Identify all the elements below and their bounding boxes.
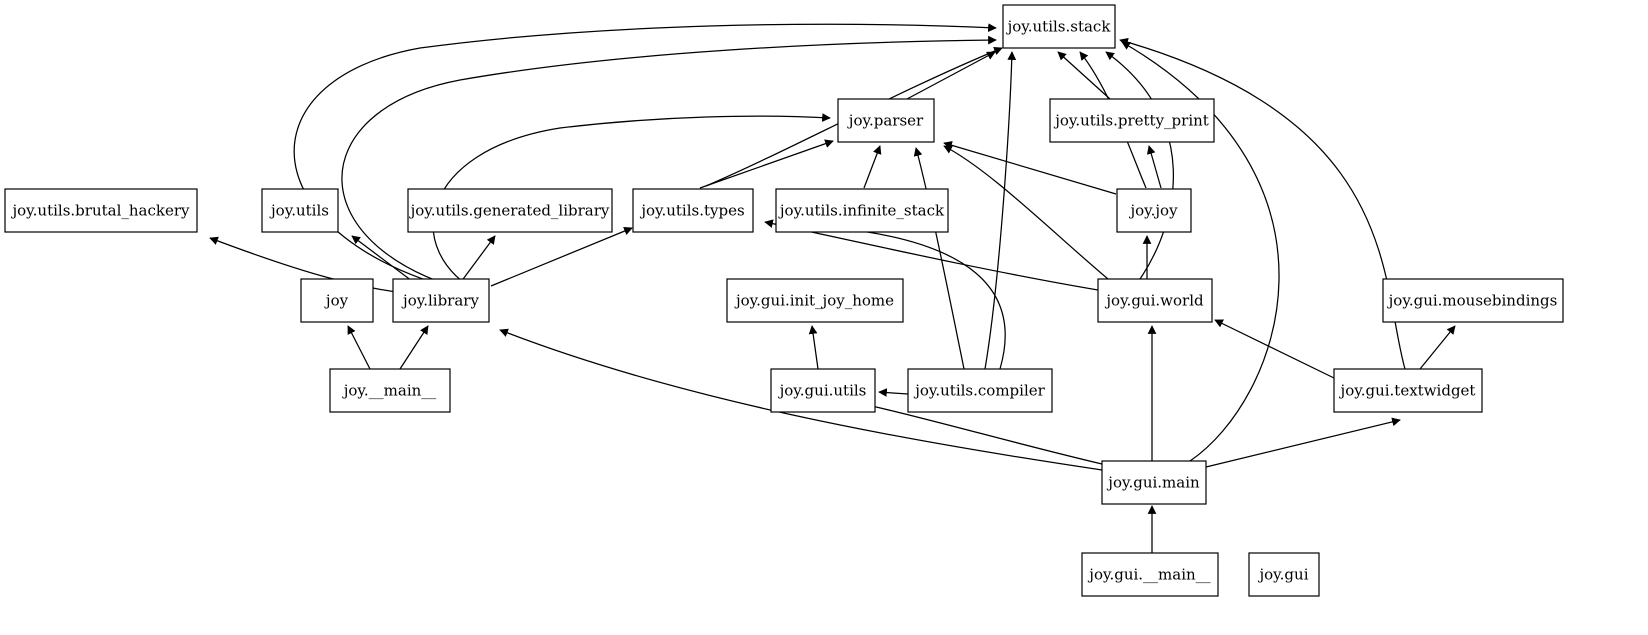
node-label: joy.utils.compiler	[913, 382, 1045, 400]
node-box[interactable]	[726, 278, 904, 323]
node-label: joy.utils.stack	[1006, 18, 1112, 36]
node-box[interactable]	[1049, 98, 1215, 143]
node-joy.utils.generated_library[interactable]: joy.utils.generated_library	[407, 188, 613, 233]
node-box[interactable]	[392, 278, 490, 323]
node-joy.gui.world[interactable]: joy.gui.world	[1097, 278, 1213, 323]
node-box[interactable]	[1248, 552, 1320, 597]
node-joy.gui.init_joy_home[interactable]: joy.gui.init_joy_home	[726, 278, 904, 323]
node-label: joy.library	[401, 292, 479, 310]
node-joy[interactable]: joy	[300, 278, 374, 323]
node-joy.gui.__main__[interactable]: joy.gui.__main__	[1081, 552, 1219, 597]
edge-library-to-stack-lower	[341, 35, 997, 294]
node-label: joy	[324, 292, 349, 310]
node-box[interactable]	[329, 368, 451, 413]
node-joy.library[interactable]: joy.library	[392, 278, 490, 323]
node-label: joy.gui.__main__	[1087, 566, 1211, 584]
node-joy.utils.stack[interactable]: joy.utils.stack	[1002, 4, 1116, 49]
node-box[interactable]	[300, 278, 374, 323]
edge-guimain-to-textwidget	[1205, 417, 1401, 468]
edge-joyjoy-to-parser	[943, 141, 1117, 195]
node-label: joy.gui.world	[1104, 292, 1204, 310]
node-label: joy.utils.brutal_hackery	[11, 202, 191, 220]
node-label: joy.gui.mousebindings	[1387, 292, 1558, 310]
node-box[interactable]	[1116, 188, 1192, 233]
edge-library-to-parser	[432, 113, 831, 294]
node-label: joy.joy	[1128, 202, 1178, 220]
edge-library-to-types	[490, 226, 633, 287]
node-joy.gui.mousebindings[interactable]: joy.gui.mousebindings	[1382, 278, 1564, 323]
node-box[interactable]	[1382, 278, 1564, 323]
node-label: joy.gui	[1258, 566, 1309, 584]
node-box[interactable]	[1002, 4, 1116, 49]
node-joy.gui[interactable]: joy.gui	[1248, 552, 1320, 597]
node-label: joy.utils.infinite_stack	[778, 202, 945, 220]
node-box[interactable]	[837, 98, 935, 143]
node-joy.utils[interactable]: joy.utils	[261, 188, 339, 233]
node-box[interactable]	[1081, 552, 1219, 597]
node-box[interactable]	[770, 368, 876, 413]
node-joy.utils.compiler[interactable]: joy.utils.compiler	[907, 368, 1053, 413]
node-joy.utils.types[interactable]: joy.utils.types	[632, 188, 754, 233]
edge-compiler-to-guiutils	[878, 388, 909, 397]
edge-compiler-to-stack	[984, 51, 1017, 370]
node-box[interactable]	[632, 188, 754, 233]
node-label: joy.gui.utils	[778, 382, 867, 400]
node-joy.joy[interactable]: joy.joy	[1116, 188, 1192, 233]
node-label: joy.parser	[847, 112, 924, 130]
edge-infinite-to-parser	[863, 145, 882, 189]
edge-textwidget-to-mouse	[1419, 325, 1456, 370]
node-joy.parser[interactable]: joy.parser	[837, 98, 935, 143]
node-box[interactable]	[907, 368, 1053, 413]
node-label: joy.gui.textwidget	[1339, 382, 1476, 400]
edge-textwidget-to-stack	[1119, 37, 1406, 370]
edge-world-to-stack	[1105, 51, 1174, 280]
node-joy.gui.utils[interactable]: joy.gui.utils	[770, 368, 876, 413]
edge-types-to-parser	[699, 139, 834, 189]
node-box[interactable]	[775, 188, 949, 233]
node-label: joy.utils.pretty_print	[1053, 112, 1209, 130]
node-box[interactable]	[4, 188, 198, 233]
node-label: joy.gui.main	[1106, 474, 1200, 492]
node-label: joy.utils.generated_library	[409, 202, 610, 220]
node-joy.gui.textwidget[interactable]: joy.gui.textwidget	[1333, 368, 1483, 413]
edge-main-to-library	[399, 325, 429, 370]
node-label: joy.utils	[269, 202, 329, 220]
nodes-layer: joy.utils.stack joy.parser joy.utils.prett…	[4, 4, 1564, 597]
node-label: joy.gui.init_joy_home	[734, 292, 894, 310]
node-box[interactable]	[407, 188, 613, 233]
edge-pretty-to-stack	[1057, 51, 1111, 100]
node-box[interactable]	[1101, 460, 1207, 505]
edge-guiutils-to-init	[808, 325, 819, 370]
edge-joyjoy-to-pretty	[1146, 145, 1162, 189]
node-joy.utils.infinite_stack[interactable]: joy.utils.infinite_stack	[775, 188, 949, 233]
edge-main-to-joy	[347, 325, 371, 370]
edge-world-to-parser	[943, 145, 1109, 280]
node-box[interactable]	[1097, 278, 1213, 323]
node-joy.utils.brutal_hackery[interactable]: joy.utils.brutal_hackery	[4, 188, 198, 233]
node-joy.utils.pretty_print[interactable]: joy.utils.pretty_print	[1049, 98, 1215, 143]
edge-textwidget-to-world	[1214, 319, 1335, 379]
node-joy.gui.main[interactable]: joy.gui.main	[1101, 460, 1207, 505]
node-joy.__main__[interactable]: joy.__main__	[329, 368, 451, 413]
edge-guimain-to-library	[499, 328, 1103, 471]
node-label: joy.__main__	[342, 382, 437, 400]
node-box[interactable]	[261, 188, 339, 233]
edge-parser-to-stack	[906, 51, 996, 100]
node-label: joy.utils.types	[639, 202, 744, 220]
node-box[interactable]	[1333, 368, 1483, 413]
